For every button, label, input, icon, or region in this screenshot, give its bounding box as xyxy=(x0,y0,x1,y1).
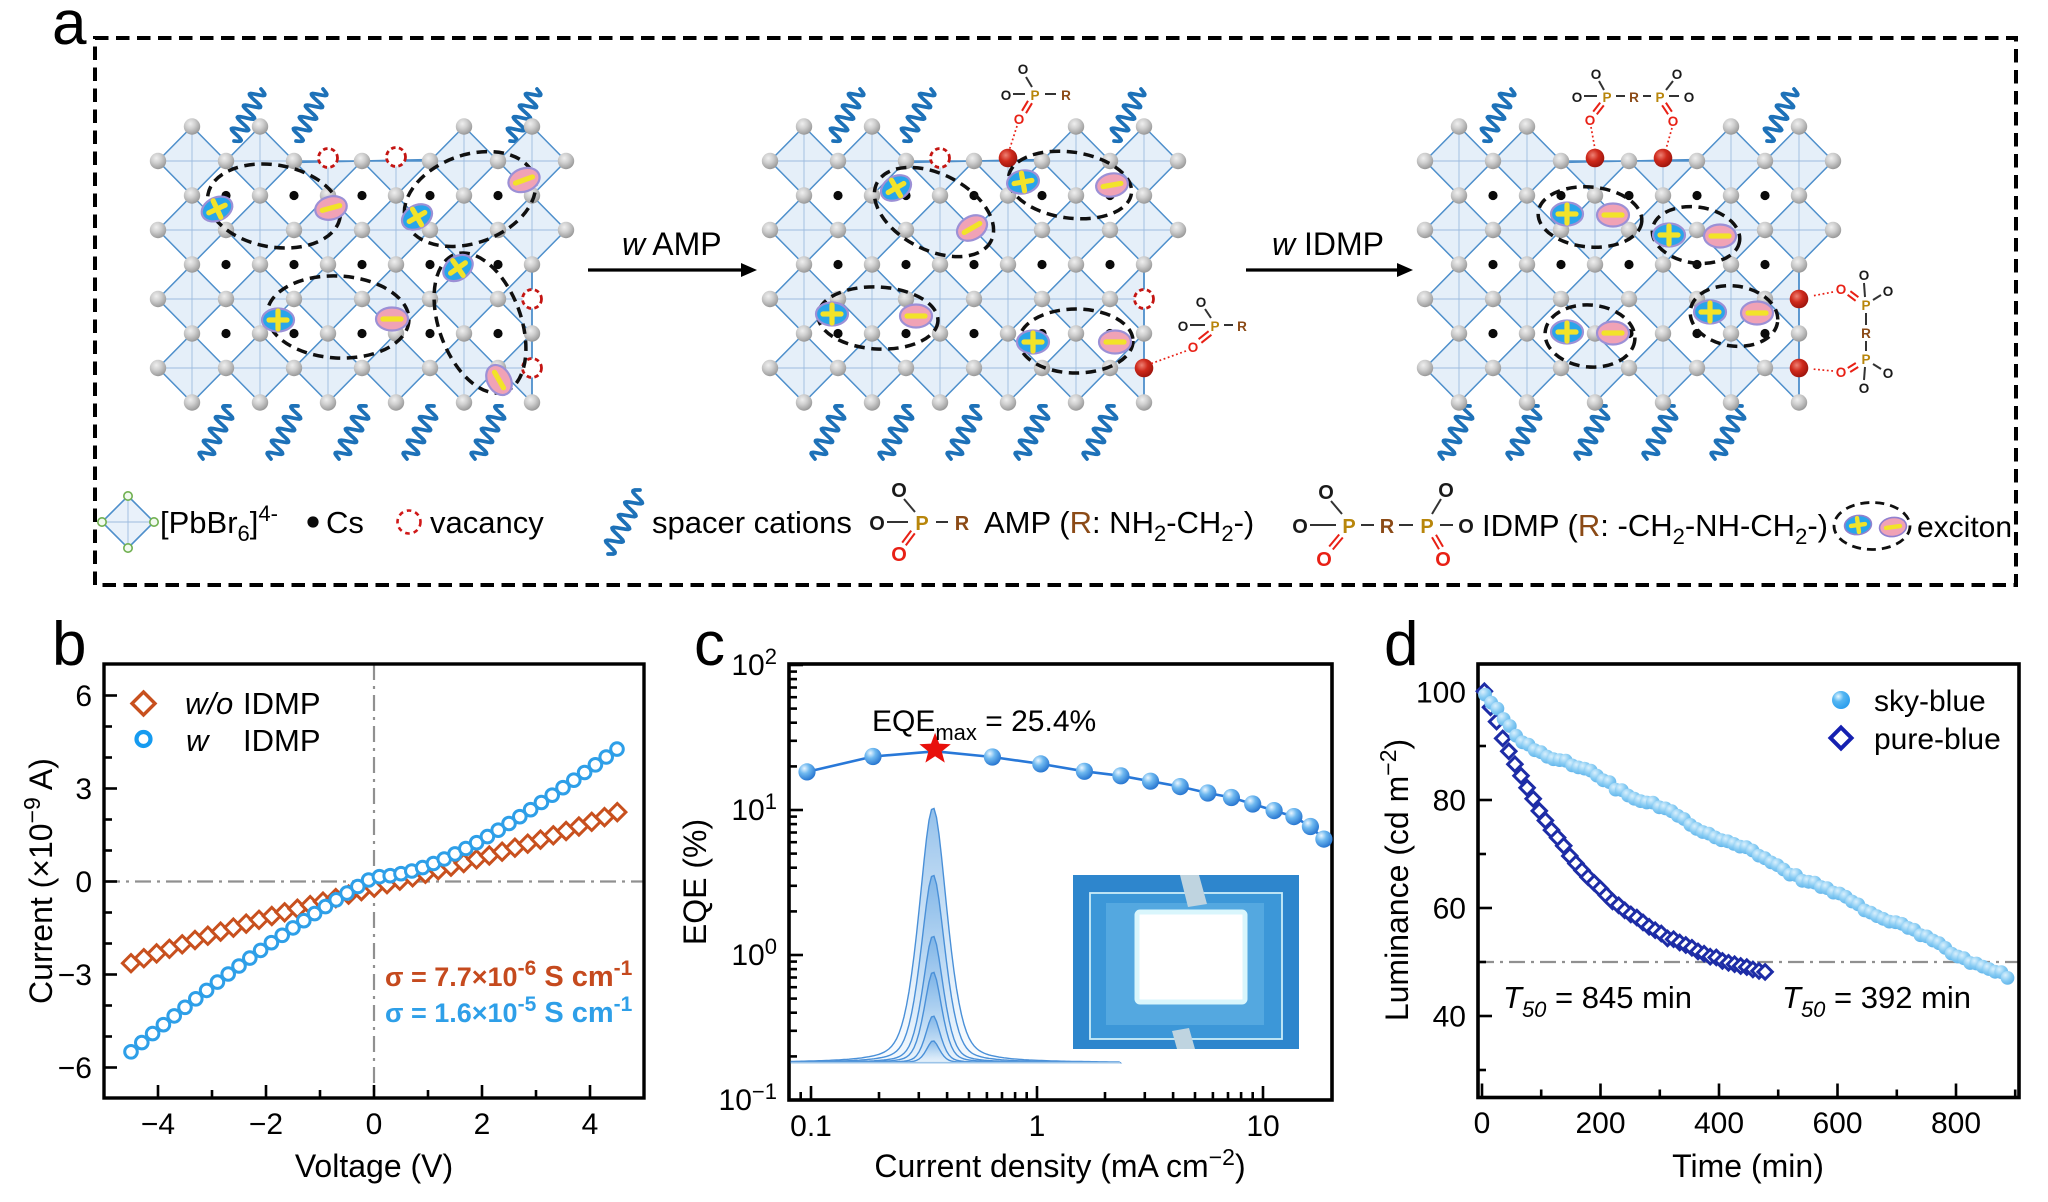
svg-text:w: w xyxy=(186,723,211,758)
svg-text:−2: −2 xyxy=(249,1108,283,1141)
svg-text:O: O xyxy=(1318,482,1334,504)
svg-text:sky-blue: sky-blue xyxy=(1874,685,1986,718)
svg-text:O: O xyxy=(1859,268,1870,283)
svg-text:w AMP: w AMP xyxy=(622,226,722,262)
svg-text:a: a xyxy=(52,0,87,58)
svg-text:AMP (R: NH2-CH2-): AMP (R: NH2-CH2-) xyxy=(984,505,1254,546)
svg-text:R: R xyxy=(1380,516,1395,538)
svg-text:O: O xyxy=(869,513,885,535)
svg-text:Current density (mA cm−2): Current density (mA cm−2) xyxy=(874,1144,1245,1184)
svg-text:P: P xyxy=(1210,319,1219,334)
svg-text:O: O xyxy=(891,544,907,566)
svg-text:P: P xyxy=(1861,352,1870,367)
svg-text:R: R xyxy=(1061,88,1071,103)
svg-text:c: c xyxy=(694,610,725,679)
svg-text:T50 = 392 min: T50 = 392 min xyxy=(1782,980,1971,1022)
svg-text:Current (×10−9 A): Current (×10−9 A) xyxy=(19,758,59,1004)
svg-text:O: O xyxy=(1178,319,1189,334)
svg-text:Luminance (cd m−2): Luminance (cd m−2) xyxy=(1375,739,1415,1021)
svg-text:pure-blue: pure-blue xyxy=(1874,723,2001,756)
svg-text:600: 600 xyxy=(1812,1107,1862,1140)
svg-text:100: 100 xyxy=(1416,677,1466,710)
svg-text:IDMP: IDMP xyxy=(243,686,321,721)
svg-text:O: O xyxy=(891,480,907,502)
svg-text:10: 10 xyxy=(1246,1110,1279,1143)
svg-text:exciton: exciton xyxy=(1917,511,2012,544)
svg-text:200: 200 xyxy=(1575,1107,1625,1140)
svg-text:P: P xyxy=(1861,298,1870,313)
svg-text:σ = 7.7×10-6 S cm-1: σ = 7.7×10-6 S cm-1 xyxy=(385,957,633,993)
svg-text:1: 1 xyxy=(1029,1110,1046,1143)
svg-text:2: 2 xyxy=(474,1108,491,1141)
svg-text:O: O xyxy=(1883,284,1894,299)
svg-text:O: O xyxy=(1018,62,1029,77)
svg-text:0: 0 xyxy=(75,866,92,899)
svg-text:P: P xyxy=(1342,516,1355,538)
svg-text:P: P xyxy=(1030,88,1039,103)
svg-text:Cs: Cs xyxy=(326,505,364,540)
svg-text:O: O xyxy=(1292,516,1308,538)
svg-text:O: O xyxy=(1672,67,1683,82)
svg-text:P: P xyxy=(1655,90,1664,105)
svg-text:O: O xyxy=(1591,67,1602,82)
svg-text:3: 3 xyxy=(75,773,92,806)
svg-text:0: 0 xyxy=(1474,1107,1491,1140)
svg-text:−3: −3 xyxy=(58,959,92,992)
svg-text:w/o: w/o xyxy=(185,686,233,721)
svg-text:−6: −6 xyxy=(58,1052,92,1085)
svg-text:IDMP: IDMP xyxy=(243,723,321,758)
svg-text:O: O xyxy=(1196,295,1207,310)
svg-text:IDMP (R: -CH2-NH-CH2-): IDMP (R: -CH2-NH-CH2-) xyxy=(1482,508,1828,549)
svg-text:O: O xyxy=(1836,365,1847,380)
svg-text:T50 = 845 min: T50 = 845 min xyxy=(1503,980,1692,1022)
svg-text:O: O xyxy=(1458,516,1474,538)
svg-text:R: R xyxy=(1237,319,1247,334)
svg-text:EQE (%): EQE (%) xyxy=(677,819,713,945)
svg-text:O: O xyxy=(1883,366,1894,381)
svg-text:6: 6 xyxy=(75,680,92,713)
svg-text:O: O xyxy=(1585,113,1596,128)
svg-text:O: O xyxy=(1438,480,1454,502)
svg-text:σ = 1.6×10-5 S cm-1: σ = 1.6×10-5 S cm-1 xyxy=(385,993,633,1029)
svg-text:−4: −4 xyxy=(141,1108,175,1141)
svg-text:400: 400 xyxy=(1694,1107,1744,1140)
svg-text:40: 40 xyxy=(1433,1001,1466,1034)
svg-text:O: O xyxy=(1316,549,1332,571)
svg-text:R: R xyxy=(1861,326,1871,341)
svg-text:0.1: 0.1 xyxy=(790,1110,832,1143)
svg-text:spacer cations: spacer cations xyxy=(652,505,852,540)
svg-text:O: O xyxy=(1572,90,1583,105)
svg-text:[PbBr6]4-: [PbBr6]4- xyxy=(160,501,278,546)
svg-text:O: O xyxy=(1014,112,1025,127)
svg-text:P: P xyxy=(915,513,928,535)
svg-text:0: 0 xyxy=(366,1108,383,1141)
svg-text:P: P xyxy=(1602,90,1611,105)
svg-text:Time (min): Time (min) xyxy=(1672,1148,1824,1184)
svg-text:O: O xyxy=(1188,340,1199,355)
svg-text:4: 4 xyxy=(582,1108,599,1141)
svg-text:w IDMP: w IDMP xyxy=(1272,226,1384,262)
svg-text:b: b xyxy=(52,610,86,679)
svg-text:O: O xyxy=(1001,88,1012,103)
svg-text:O: O xyxy=(1668,114,1679,129)
svg-text:P: P xyxy=(1420,516,1433,538)
svg-text:R: R xyxy=(1629,90,1639,105)
svg-text:d: d xyxy=(1384,610,1418,679)
svg-text:R: R xyxy=(955,513,970,535)
svg-text:O: O xyxy=(1859,381,1870,396)
svg-text:Voltage (V): Voltage (V) xyxy=(295,1148,453,1184)
svg-text:vacancy: vacancy xyxy=(430,505,544,540)
svg-text:80: 80 xyxy=(1433,785,1466,818)
svg-text:O: O xyxy=(1435,549,1451,571)
svg-text:800: 800 xyxy=(1931,1107,1981,1140)
svg-text:60: 60 xyxy=(1433,893,1466,926)
svg-text:O: O xyxy=(1684,90,1695,105)
svg-text:O: O xyxy=(1836,282,1847,297)
